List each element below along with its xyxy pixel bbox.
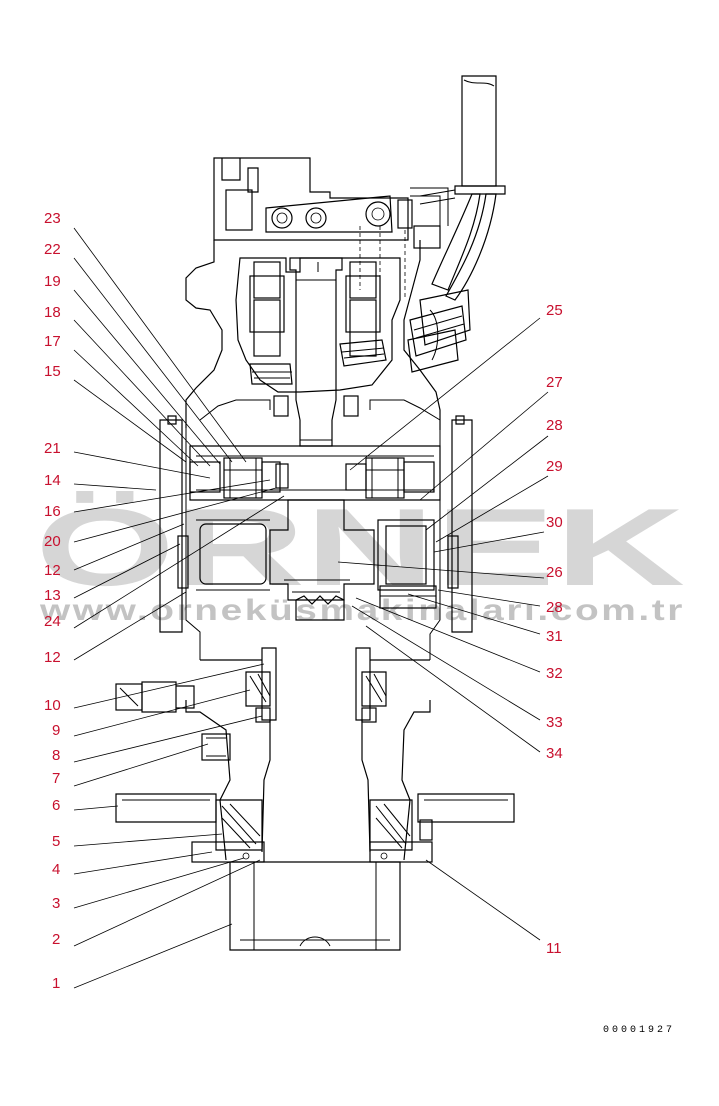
callout-label: 15: [44, 363, 61, 380]
piston-left: [249, 261, 293, 385]
callout-label: 31: [546, 628, 563, 645]
leader-lines-right: [337, 317, 549, 941]
labels-left: 23 22 19 18 17 15 21 14 16 20 12 13 24 1…: [44, 210, 61, 992]
callout-label: 18: [44, 304, 61, 321]
callout-label: 6: [52, 797, 60, 814]
callout-label: 7: [52, 770, 60, 787]
callout-label: 28: [546, 417, 563, 434]
callout-label: 27: [546, 374, 563, 391]
side-connector-left: [115, 681, 195, 713]
callout-label: 12: [44, 649, 61, 666]
callout-label: 25: [546, 302, 563, 319]
callout-label: 29: [546, 458, 563, 475]
callout-label: 17: [44, 333, 61, 350]
callout-label: 12: [44, 562, 61, 579]
callout-label: 22: [44, 241, 61, 258]
drawing-code: 00001927: [603, 1025, 675, 1036]
callout-label: 3: [52, 895, 60, 912]
watermark: ÖRNEK www.orneküsmakinaları.com.tr: [35, 486, 685, 627]
drive-assembly-drawing: [115, 75, 515, 951]
watermark-url: www.orneküsmakinaları.com.tr: [39, 594, 685, 627]
gear-set-right: [345, 457, 435, 499]
callout-label: 32: [546, 665, 563, 682]
callout-label: 9: [52, 722, 60, 739]
piston-right: [339, 261, 387, 367]
callout-label: 11: [546, 940, 562, 957]
callout-label: 1: [52, 975, 60, 992]
watermark-brand: ÖRNEK: [35, 486, 685, 609]
labels-right: 25 27 28 29 30 26 28 31 32 33 34 11: [546, 302, 563, 957]
callout-label: 34: [546, 745, 563, 762]
callout-label: 21: [44, 440, 61, 457]
callout-label: 24: [44, 613, 61, 630]
callout-label: 5: [52, 833, 60, 850]
callout-label: 28: [546, 599, 563, 616]
callout-label: 10: [44, 697, 61, 714]
callout-label: 26: [546, 564, 563, 581]
callout-label: 2: [52, 931, 60, 948]
callout-label: 13: [44, 587, 61, 604]
callout-label: 19: [44, 273, 61, 290]
callout-label: 23: [44, 210, 61, 227]
leader-lines-left: [73, 227, 285, 989]
callout-label: 8: [52, 747, 60, 764]
callout-label: 14: [44, 472, 61, 489]
callout-label: 33: [546, 714, 563, 731]
callout-label: 4: [52, 861, 60, 878]
callout-label: 16: [44, 503, 61, 520]
callout-label: 30: [546, 514, 563, 531]
callout-label: 20: [44, 533, 61, 550]
